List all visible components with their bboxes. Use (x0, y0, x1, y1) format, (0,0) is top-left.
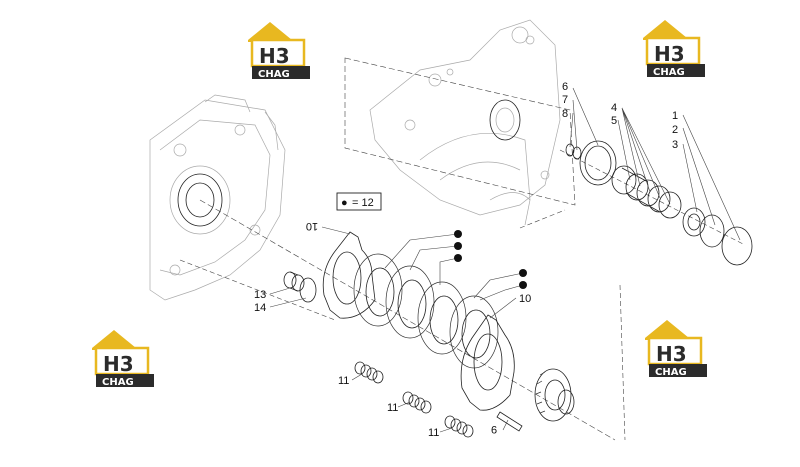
upper-housing-outline (369, 19, 561, 226)
right-component-stack (565, 140, 753, 266)
callout-8: 8 (562, 108, 568, 120)
left-housing-outline (149, 94, 286, 301)
logo-label-text: CHAG (655, 367, 687, 378)
callout-6: 6 (562, 81, 568, 93)
callout-10-top: 10 (306, 220, 318, 232)
callout-numbers: 6 7 8 4 5 1 2 3 10 10 13 14 11 11 11 9 (254, 81, 678, 439)
callout-13: 13 (254, 289, 266, 301)
callout-10-right: 10 (519, 293, 531, 305)
clutch-hub (534, 368, 575, 422)
legend-text: = 12 (352, 197, 374, 209)
logo-mark-text: H3 (656, 342, 687, 366)
logo-mark-text: H3 (259, 44, 290, 68)
callout-7: 7 (562, 94, 568, 106)
brand-logo-bottom-right: H3 CHAG (643, 318, 709, 379)
logo-label-text: CHAG (653, 67, 685, 78)
logo-label-text: CHAG (258, 69, 290, 80)
marker-dots (454, 230, 527, 289)
callout-3: 3 (672, 139, 678, 151)
callout-4: 4 (611, 102, 617, 114)
callout-1: 1 (672, 110, 678, 122)
callout-14: 14 (254, 302, 266, 314)
spring-set-2 (402, 391, 432, 414)
leader-lines (269, 87, 741, 433)
bushing-and-ring (283, 271, 317, 303)
brand-logo-bottom-left: H3 CHAG (90, 328, 156, 389)
callout-11-b: 11 (387, 402, 398, 414)
pin (496, 411, 523, 432)
logo-mark-text: H3 (654, 42, 685, 66)
callout-9: 9 (491, 423, 497, 435)
legend-dot: ● (341, 197, 348, 209)
logo-label-text: CHAG (102, 377, 134, 388)
spring-set-3 (444, 415, 474, 438)
section-box (344, 57, 576, 206)
spring-set-1 (354, 361, 384, 384)
callout-5: 5 (611, 115, 617, 127)
clutch-pack (322, 231, 515, 411)
callout-11-a: 11 (338, 375, 349, 387)
callout-11-c: 11 (428, 427, 439, 439)
callout-2: 2 (672, 124, 678, 136)
logo-mark-text: H3 (103, 352, 134, 376)
brand-logo-top-right: H3 CHAG (641, 18, 707, 79)
qty-legend: ● = 12 (336, 192, 382, 211)
brand-logo-top-left: H3 CHAG (246, 20, 312, 81)
